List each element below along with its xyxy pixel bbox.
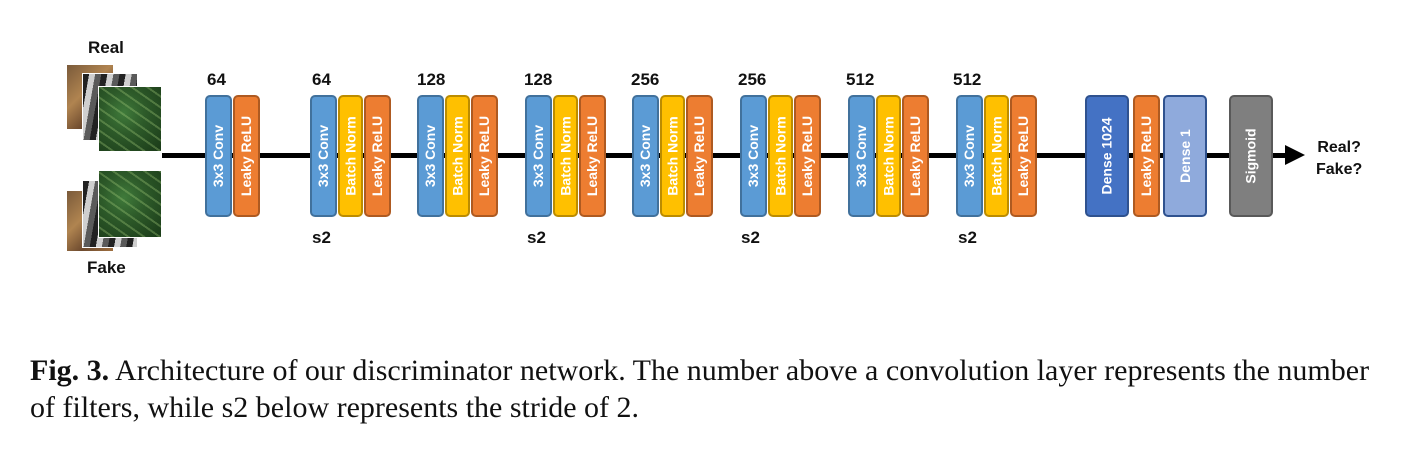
filters-label: 512 xyxy=(846,70,875,89)
leaky-relu-block: Leaky ReLU xyxy=(579,95,606,217)
leaky-relu-block: Leaky ReLU xyxy=(1133,95,1160,217)
batch-norm-block: Batch Norm xyxy=(768,95,793,217)
filters-label: 256 xyxy=(738,70,767,89)
filters-label: 256 xyxy=(631,70,660,89)
discriminator-diagram: Real Fake 64 3x3 Conv Leaky ReLU 64 3x3 … xyxy=(66,38,1362,277)
conv-block: 3x3 Conv xyxy=(956,95,983,217)
caption-text: Architecture of our discriminator networ… xyxy=(30,354,1370,424)
figure-caption: Fig. 3. Architecture of our discriminato… xyxy=(30,352,1390,426)
filters-label: 64 xyxy=(207,70,226,89)
batch-norm-block: Batch Norm xyxy=(984,95,1009,217)
leaky-relu-block: Leaky ReLU xyxy=(364,95,391,217)
filters-label: 128 xyxy=(417,70,446,89)
output-arrowhead xyxy=(1285,145,1305,165)
leaky-relu-block: Leaky ReLU xyxy=(471,95,498,217)
leaky-relu-block: Leaky ReLU xyxy=(686,95,713,217)
stride-label: s2 xyxy=(958,228,977,247)
batch-norm-block: Batch Norm xyxy=(660,95,685,217)
leaky-relu-block: Leaky ReLU xyxy=(233,95,260,217)
stride-label: s2 xyxy=(741,228,760,247)
sigmoid-block: Sigmoid xyxy=(1229,95,1273,217)
fake-input-label: Fake xyxy=(87,258,126,277)
conv-block: 3x3 Conv xyxy=(417,95,444,217)
conv-block: 3x3 Conv xyxy=(525,95,552,217)
conv-block: 3x3 Conv xyxy=(848,95,875,217)
conv-block: 3x3 Conv xyxy=(740,95,767,217)
real-image-front xyxy=(98,86,162,152)
batch-norm-block: Batch Norm xyxy=(445,95,470,217)
stride-label: s2 xyxy=(312,228,331,247)
conv-block: 3x3 Conv xyxy=(632,95,659,217)
filters-label: 64 xyxy=(312,70,331,89)
batch-norm-block: Batch Norm xyxy=(876,95,901,217)
filters-label: 512 xyxy=(953,70,982,89)
batch-norm-block: Batch Norm xyxy=(338,95,363,217)
stride-label: s2 xyxy=(527,228,546,247)
flow-line xyxy=(162,153,1290,158)
conv-block: 3x3 Conv xyxy=(205,95,232,217)
real-input-label: Real xyxy=(88,38,124,57)
dense-1-block: Dense 1 xyxy=(1163,95,1207,217)
leaky-relu-block: Leaky ReLU xyxy=(902,95,929,217)
output-real-text: Real? xyxy=(1317,139,1361,156)
dense-1024-block: Dense 1024 xyxy=(1085,95,1129,217)
filters-label: 128 xyxy=(524,70,553,89)
output-label: Real? Fake? xyxy=(1316,137,1362,181)
leaky-relu-block: Leaky ReLU xyxy=(1010,95,1037,217)
leaky-relu-block: Leaky ReLU xyxy=(794,95,821,217)
output-fake-text: Fake? xyxy=(1316,161,1363,178)
fake-image-front xyxy=(98,170,162,238)
batch-norm-block: Batch Norm xyxy=(553,95,578,217)
conv-block: 3x3 Conv xyxy=(310,95,337,217)
figure-label: Fig. 3. xyxy=(30,354,110,387)
